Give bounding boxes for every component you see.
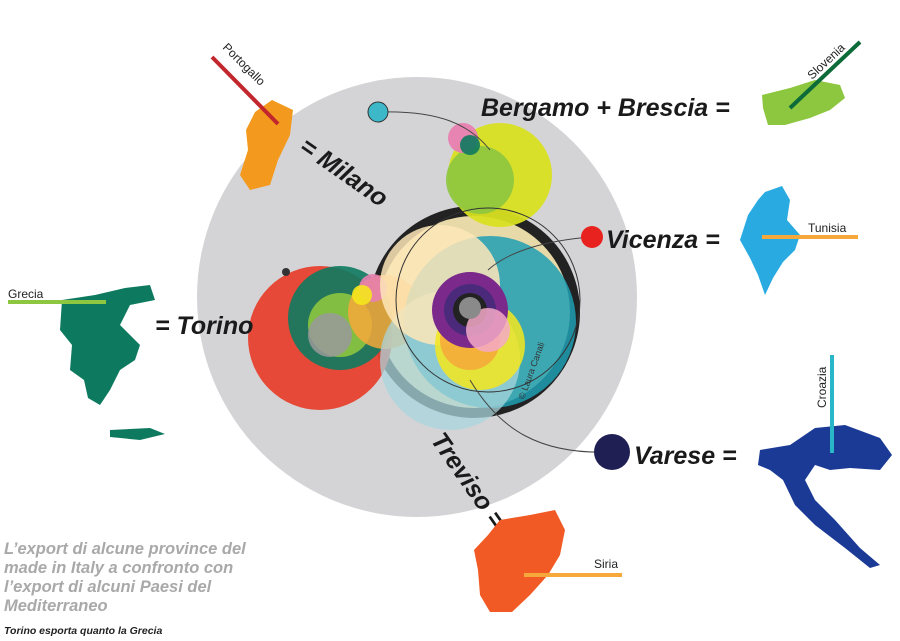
label-portogallo: Portogallo [220,40,268,88]
varese-connector [469,379,613,453]
subcaption: Torino esporta quanto la Grecia [4,625,163,637]
brescia-circle [446,146,514,214]
siria-map [474,510,565,612]
label-siria: Siria [594,557,618,571]
milano-connector [377,111,491,151]
label-bergamo-brescia: Bergamo + Brescia = [481,94,730,122]
varese-marker [594,434,630,470]
milano-marker [367,101,389,123]
portogallo-line [210,55,280,126]
torino-grey-core [308,313,352,357]
grey-centre-circle [459,297,481,319]
grecia-map [60,285,155,405]
label-vicenza: Vicenza = [606,226,720,254]
bergamo-green-dot [460,135,480,155]
vicenza-outline-circle [395,207,581,393]
label-torino: = Torino [155,312,253,340]
label-grecia: Grecia [8,287,44,301]
overlap-yellow-circle [352,285,372,305]
portogallo-map [240,100,293,190]
vicenza-connector [487,236,593,271]
vicenza-marker [581,226,603,248]
slovenia-line [788,40,862,110]
label-varese: Varese = [634,442,737,470]
croazia-map [758,425,892,568]
slovenia-map [762,80,845,125]
label-tunisia: Tunisia [808,221,847,235]
label-croazia: Croazia [815,366,829,408]
tunisia-map [740,186,800,295]
torino-dot [282,268,290,276]
pink-centre-circle [466,308,510,352]
grecia-crete [110,428,165,440]
caption: L’export di alcune province del made in … [4,540,246,615]
